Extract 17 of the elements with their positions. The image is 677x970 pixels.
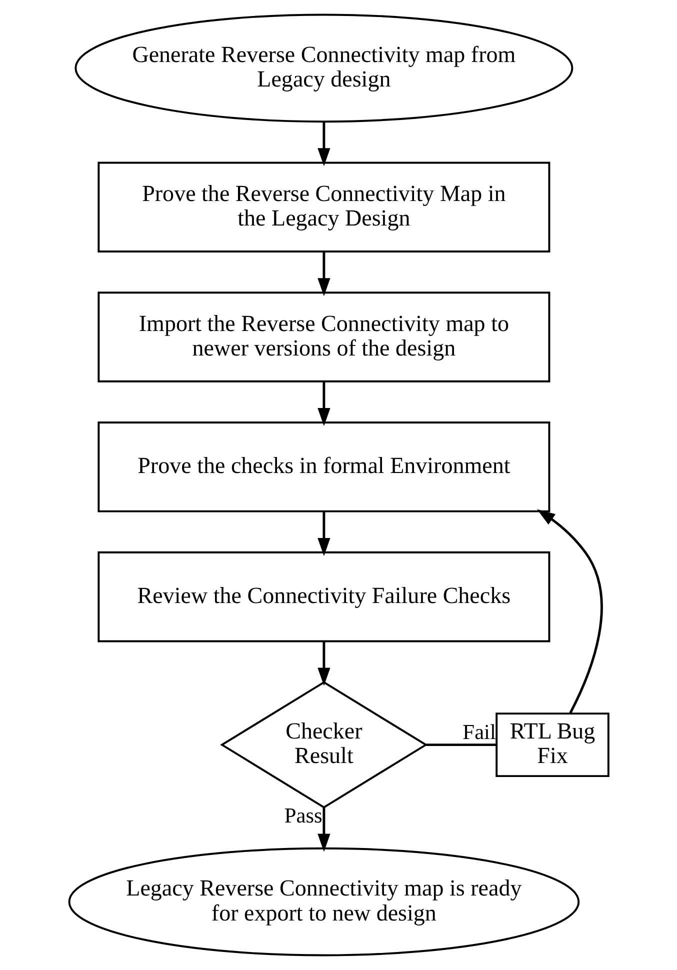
- node-ellipse: Legacy Reverse Connectivity map is ready for export to new design: [68, 847, 580, 956]
- node-box: Review the Connectivity Failure Checks: [97, 551, 550, 642]
- node-box: Import the Reverse Connectivity map to newer versions of the design: [97, 292, 550, 382]
- arrow: [317, 122, 330, 166]
- arrow: [317, 642, 330, 686]
- arrow: [317, 382, 330, 426]
- arrow: [536, 509, 602, 714]
- node-diamond: Checker Result: [220, 681, 428, 808]
- arrow: [317, 511, 330, 556]
- node-ellipse: Generate Reverse Connectivity map from Legacy design: [74, 14, 573, 123]
- arrow: [317, 252, 330, 296]
- connector: [426, 744, 496, 746]
- node-box: Prove the checks in formal Environment: [97, 422, 550, 512]
- node-box: RTL Bug Fix: [495, 712, 609, 778]
- edge-label: Fail: [462, 720, 496, 744]
- node-box: Prove the Reverse Connectivity Map in the Legacy Design: [97, 162, 550, 252]
- arrow: [317, 808, 330, 852]
